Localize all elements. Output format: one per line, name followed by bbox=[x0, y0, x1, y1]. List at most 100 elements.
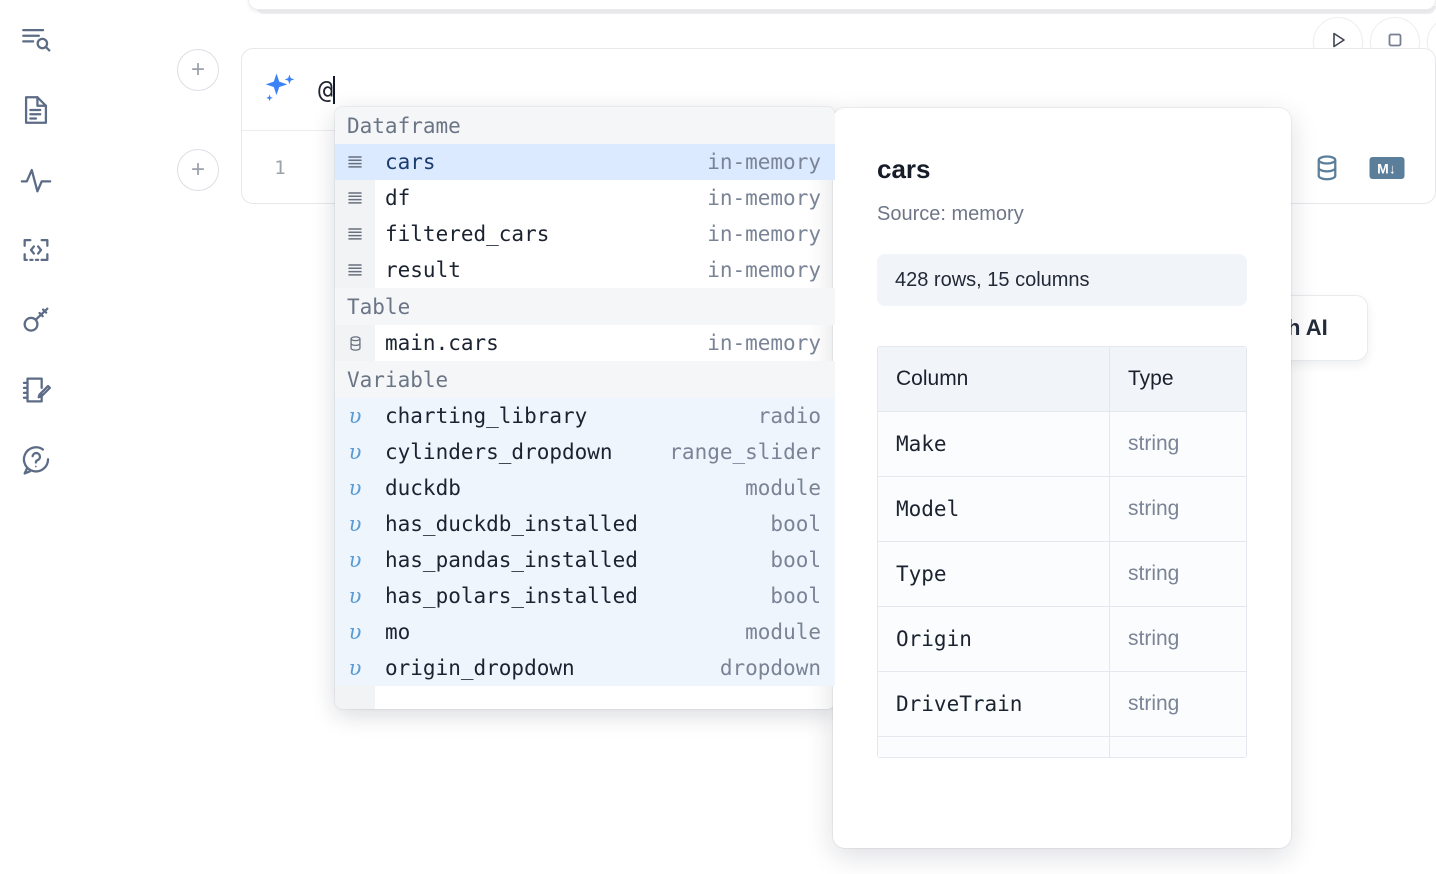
cell-column-type: string bbox=[1128, 627, 1180, 650]
ai-prompt-input[interactable]: @ bbox=[318, 75, 336, 104]
variable-icon: υ bbox=[348, 656, 362, 680]
table-db-icon bbox=[335, 334, 375, 353]
table-row: Model string bbox=[878, 477, 1246, 542]
autocomplete-group-header: Variable bbox=[335, 361, 835, 398]
cell-column-name: Type bbox=[878, 542, 1110, 606]
database-icon[interactable] bbox=[1311, 152, 1343, 184]
autocomplete-item-cylinders-dropdown[interactable]: υ cylinders_dropdown range_slider bbox=[335, 434, 835, 470]
previous-cell-shadow bbox=[256, 6, 1436, 14]
line-number: 1 bbox=[274, 157, 286, 179]
sidebar-item-snippets[interactable] bbox=[14, 228, 58, 272]
dataframe-icon bbox=[335, 224, 375, 244]
preview-shape-badge: 428 rows, 15 columns bbox=[877, 254, 1247, 306]
svg-text:M↓: M↓ bbox=[1377, 161, 1396, 177]
autocomplete-item-cars[interactable]: cars in-memory bbox=[335, 144, 835, 180]
sparkles-icon bbox=[242, 69, 318, 111]
cell-column-type: string bbox=[1128, 692, 1180, 715]
autocomplete-item-duckdb[interactable]: υ duckdb module bbox=[335, 470, 835, 506]
autocomplete-item-type: bool bbox=[770, 512, 821, 536]
dataframe-icon bbox=[335, 152, 375, 172]
autocomplete-item-filtered-cars[interactable]: filtered_cars in-memory bbox=[335, 216, 835, 252]
autocomplete-item-charting-library[interactable]: υ charting_library radio bbox=[335, 398, 835, 434]
activity-pulse-icon bbox=[19, 163, 53, 197]
autocomplete-item-name: has_pandas_installed bbox=[385, 548, 638, 572]
autocomplete-item-name: filtered_cars bbox=[385, 222, 550, 246]
autocomplete-list: Dataframe cars in-memory df in-memory bbox=[335, 107, 835, 686]
previous-cell[interactable] bbox=[248, 0, 1436, 10]
variable-icon: υ bbox=[348, 584, 362, 608]
cell-column-type: string bbox=[1128, 497, 1180, 520]
autocomplete-item-name: main.cars bbox=[385, 331, 499, 355]
column-header-type: Type bbox=[1110, 347, 1246, 411]
key-icon bbox=[19, 303, 53, 337]
preview-schema-table: Column Type Make string Model string Typ… bbox=[877, 346, 1247, 758]
sidebar-item-secrets[interactable] bbox=[14, 298, 58, 342]
autocomplete-item-has-duckdb-installed[interactable]: υ has_duckdb_installed bool bbox=[335, 506, 835, 542]
dataframe-preview-panel: cars Source: memory 428 rows, 15 columns… bbox=[833, 108, 1291, 848]
autocomplete-item-df[interactable]: df in-memory bbox=[335, 180, 835, 216]
text-cursor bbox=[333, 75, 336, 104]
sidebar-item-scratchpad[interactable] bbox=[14, 368, 58, 412]
autocomplete-item-has-polars-installed[interactable]: υ has_polars_installed bool bbox=[335, 578, 835, 614]
markdown-icon[interactable]: M↓ bbox=[1369, 155, 1405, 181]
variable-icon: υ bbox=[348, 476, 362, 500]
autocomplete-item-type: module bbox=[745, 476, 821, 500]
table-row: Make string bbox=[878, 412, 1246, 477]
autocomplete-item-name: mo bbox=[385, 620, 411, 644]
ai-prompt-value: @ bbox=[318, 75, 333, 104]
table-row: Origin string bbox=[878, 607, 1246, 672]
code-editor-row[interactable]: 1 M↓ bbox=[242, 132, 1436, 204]
autocomplete-item-type: in-memory bbox=[707, 186, 821, 210]
table-row-partial bbox=[878, 737, 1246, 757]
autocomplete-item-name: result bbox=[385, 258, 461, 282]
table-row: Type string bbox=[878, 542, 1246, 607]
variable-icon: υ bbox=[348, 512, 362, 536]
autocomplete-item-type: module bbox=[745, 620, 821, 644]
code-brackets-icon bbox=[19, 233, 53, 267]
sidebar-item-explore-search[interactable] bbox=[14, 18, 58, 62]
autocomplete-item-name: df bbox=[385, 186, 411, 210]
autocomplete-item-name: cars bbox=[385, 150, 436, 174]
sidebar-item-activity[interactable] bbox=[14, 158, 58, 202]
table-row: DriveTrain string bbox=[878, 672, 1246, 737]
autocomplete-item-type: in-memory bbox=[707, 222, 821, 246]
autocomplete-item-name: has_polars_installed bbox=[385, 584, 638, 608]
cell-column-name: Model bbox=[878, 477, 1110, 541]
variable-icon: υ bbox=[348, 440, 362, 464]
cell-column-type: string bbox=[1128, 562, 1180, 585]
dataframe-icon bbox=[335, 188, 375, 208]
help-chat-icon bbox=[19, 443, 53, 477]
dataframe-icon bbox=[335, 260, 375, 280]
cell-column-name: DriveTrain bbox=[878, 672, 1110, 736]
list-search-icon bbox=[19, 23, 53, 57]
add-cell-above-button[interactable]: + bbox=[177, 49, 219, 91]
sidebar-item-help[interactable] bbox=[14, 438, 58, 482]
autocomplete-item-name: charting_library bbox=[385, 404, 588, 428]
sidebar-item-documents[interactable] bbox=[14, 88, 58, 132]
variable-icon: υ bbox=[348, 620, 362, 644]
autocomplete-item-origin-dropdown[interactable]: υ origin_dropdown dropdown bbox=[335, 650, 835, 686]
variable-icon: υ bbox=[348, 404, 362, 428]
autocomplete-group-header: Table bbox=[335, 288, 835, 325]
autocomplete-item-type: in-memory bbox=[707, 150, 821, 174]
autocomplete-item-mo[interactable]: υ mo module bbox=[335, 614, 835, 650]
variable-icon: υ bbox=[348, 548, 362, 572]
cell-column-type: string bbox=[1128, 432, 1180, 455]
autocomplete-item-name: has_duckdb_installed bbox=[385, 512, 638, 536]
table-header-row: Column Type bbox=[878, 347, 1246, 412]
autocomplete-dropdown[interactable]: Dataframe cars in-memory df in-memory bbox=[335, 107, 835, 709]
square-stop-icon bbox=[1383, 28, 1407, 57]
cell-action-icons: M↓ bbox=[1311, 152, 1405, 184]
autocomplete-item-type: in-memory bbox=[707, 258, 821, 282]
autocomplete-item-result[interactable]: result in-memory bbox=[335, 252, 835, 288]
cell-column-name: Make bbox=[878, 412, 1110, 476]
autocomplete-item-has-pandas-installed[interactable]: υ has_pandas_installed bool bbox=[335, 542, 835, 578]
add-cell-below-button[interactable]: + bbox=[177, 149, 219, 191]
autocomplete-item-type: range_slider bbox=[669, 440, 821, 464]
notebook-pencil-icon bbox=[19, 373, 53, 407]
preview-title: cars bbox=[877, 154, 931, 184]
autocomplete-item-type: bool bbox=[770, 548, 821, 572]
sidebar-rail bbox=[0, 0, 72, 874]
autocomplete-item-main-cars[interactable]: main.cars in-memory bbox=[335, 325, 835, 361]
